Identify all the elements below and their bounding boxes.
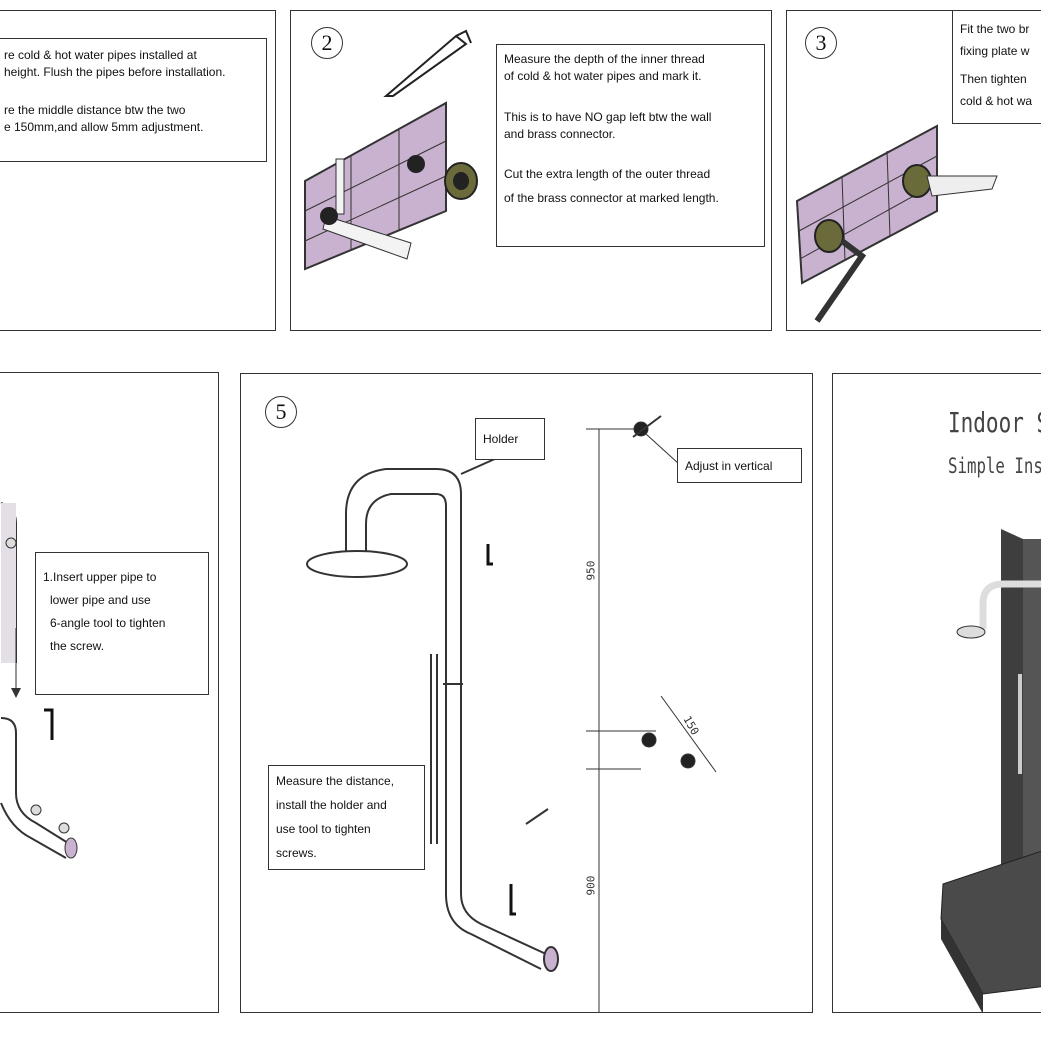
- step-2-panel: 2 Measure the depth of the inner thread …: [290, 10, 772, 331]
- step-2-instructions: Measure the depth of the inner thread of…: [496, 44, 765, 247]
- instruction-line: install the holder and: [276, 798, 387, 812]
- instruction-line: Measure the distance,: [276, 774, 395, 788]
- wall-measure-illustration: [304, 29, 478, 271]
- instruction-line: 6-angle tool to tighten: [50, 616, 166, 630]
- instruction-line: Then tighten: [960, 72, 1027, 86]
- instruction-line: the screw.: [50, 639, 105, 653]
- instruction-line: Fit the two br: [960, 22, 1030, 36]
- hex-key-icon: [509, 884, 516, 916]
- tool-icon: [383, 29, 472, 97]
- step-number: 5: [265, 396, 297, 428]
- instruction-line: of cold & hot water pipes and mark it.: [504, 69, 702, 83]
- step-1-instructions: re cold & hot water pipes installed at h…: [0, 38, 267, 162]
- instruction-line: and brass connector.: [504, 127, 616, 141]
- instruction-line: re cold & hot water pipes installed at: [4, 48, 197, 62]
- fixing-plate-illustration: [795, 124, 998, 323]
- instruction-line: 1.Insert upper pipe to: [43, 570, 157, 584]
- step-number: 2: [311, 27, 343, 59]
- instruction-line: lower pipe and use: [50, 593, 151, 607]
- step-3-instructions: Fit the two br fixing plate w Then tight…: [952, 11, 1041, 124]
- step-number: 3: [805, 27, 837, 59]
- step-3-panel: 3 Fit the two br fixing plate w Then tig…: [786, 10, 1041, 331]
- instruction-line: e 150mm,and allow 5mm adjustment.: [4, 120, 204, 134]
- step-6-panel: Indoor Sho Simple Insta: [832, 373, 1041, 1013]
- shower-column: [306, 453, 559, 972]
- measuring-tape: [322, 158, 412, 260]
- hex-key-icon: [486, 544, 493, 566]
- instruction-line: fixing plate w: [960, 44, 1030, 58]
- holder-label: Holder: [475, 418, 545, 460]
- instruction-line: screws.: [276, 846, 317, 860]
- instruction-line: height. Flush the pipes before installat…: [4, 65, 226, 79]
- instruction-line: This is to have NO gap left btw the wall: [504, 110, 712, 124]
- step-5-instructions: Measure the distance, install the holder…: [268, 765, 425, 870]
- document-title: Indoor Sho: [948, 406, 1041, 439]
- instruction-line: use tool to tighten: [276, 822, 371, 836]
- step-5-panel: 5 Holder Adjust in vertical Measure the …: [240, 373, 813, 1013]
- document-subtitle: Simple Insta: [948, 454, 1041, 478]
- step-4-instructions: 1.Insert upper pipe to lower pipe and us…: [35, 552, 209, 695]
- hex-key-icon: [44, 708, 54, 740]
- indoor-shower-stand-illustration: [940, 529, 1041, 1012]
- dimension-lines: [586, 415, 717, 1012]
- instruction-line: Cut the extra length of the outer thread: [504, 167, 711, 181]
- instruction-line: re the middle distance btw the two: [4, 103, 186, 117]
- instruction-line: of the brass connector at marked length.: [504, 191, 719, 205]
- step-4-panel: 1.Insert upper pipe to lower pipe and us…: [0, 372, 219, 1013]
- dimension-900: 900: [584, 875, 598, 896]
- step-1-panel: re cold & hot water pipes installed at h…: [0, 10, 276, 331]
- shower-column-illustration: [306, 415, 717, 1012]
- instruction-line: cold & hot wa: [960, 94, 1033, 108]
- adjust-vertical-label: Adjust in vertical: [677, 448, 802, 483]
- dimension-950: 950: [584, 560, 598, 581]
- pipe-insert-illustration: [0, 502, 78, 859]
- instruction-line: Measure the depth of the inner thread: [504, 52, 705, 66]
- brass-connector: [444, 162, 478, 200]
